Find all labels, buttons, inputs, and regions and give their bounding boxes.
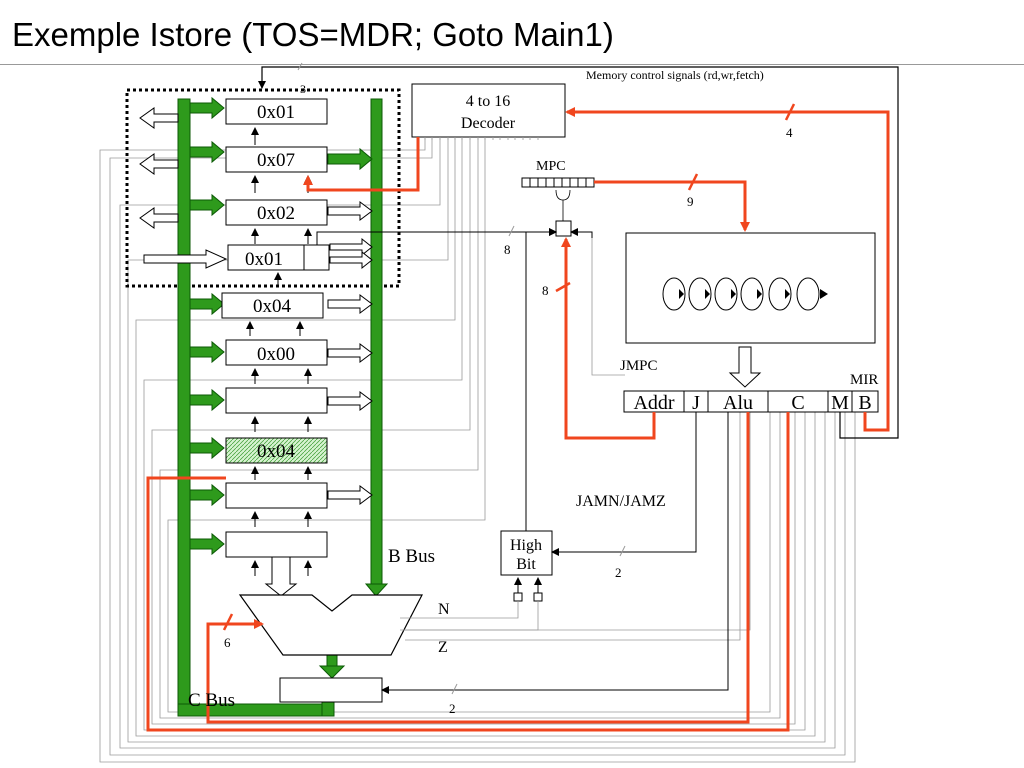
c-field-to-registers (146, 412, 790, 732)
control-arrows (316, 228, 729, 694)
register-pc (225, 199, 328, 226)
mpc-to-control-store (594, 180, 750, 232)
alu-output-arrowhead (318, 665, 346, 679)
n-label: N (438, 601, 450, 618)
mir-field-addr: Addr (633, 392, 674, 414)
memory-interface-arrows (139, 107, 762, 597)
mir-label: MIR (850, 372, 878, 388)
decoder-to-tos-enable (303, 137, 420, 192)
memory-control-label: Memory control signals (rd,wr,fetch) (586, 68, 764, 82)
decoder-label-2: Decoder (461, 115, 516, 132)
width-label-6: 6 (224, 635, 231, 650)
register-file (221, 98, 330, 558)
z-label: Z (438, 639, 448, 656)
decoder-label-1: 4 to 16 (466, 93, 510, 110)
h-to-alu-arrow (264, 556, 298, 597)
c-bus-vertical (177, 98, 191, 712)
register-enable-arrows (246, 127, 312, 576)
mar-to-memory-arrow (139, 107, 179, 129)
b-bus-vertical (370, 98, 383, 587)
register-value: 0x02 (257, 203, 295, 224)
mpc-brace (555, 189, 571, 201)
mir-field-j: J (692, 392, 700, 414)
register-h (225, 531, 328, 558)
decoder-pins (424, 137, 539, 140)
c-bus-label: C Bus (188, 690, 235, 711)
register-sp (221, 292, 324, 319)
microinstruction-chain-arrows (679, 289, 828, 299)
jamn-jamz-label: JAMN/JAMZ (576, 493, 666, 510)
mdr-to-memory-arrow (139, 153, 179, 175)
b-bus-label: B Bus (388, 546, 435, 567)
jmpc-label: JMPC (620, 358, 658, 374)
mpc-register (521, 177, 595, 188)
title-divider (0, 64, 1024, 65)
width-label-8b: 8 (542, 283, 549, 298)
addr-to-or (561, 237, 656, 440)
microinstruction-chain (662, 277, 820, 311)
z-flipflop (533, 592, 543, 602)
nz-wires (400, 601, 539, 631)
mir (623, 390, 879, 413)
width-label-2a: 2 (615, 565, 622, 580)
mir-field-alu: Alu (723, 392, 753, 414)
register-cpp (225, 387, 328, 414)
memory-control-line (258, 66, 899, 439)
register-mdr (225, 146, 328, 173)
register-value: 0x04 (253, 296, 292, 317)
n-flipflop (513, 592, 523, 602)
mpc-to-control-store-arrow (728, 346, 762, 388)
alu (238, 594, 423, 656)
mbr-sign-extend-box (303, 244, 330, 271)
register-value: 0x00 (257, 344, 295, 365)
memory-to-mbr-arrow (143, 249, 228, 269)
register-to-b-bus-arrows (327, 201, 373, 505)
b-bus-arrowhead (364, 583, 389, 597)
mir-field-b: B (858, 392, 871, 414)
tos-to-b-bus-arrow (327, 147, 373, 171)
mpc-label: MPC (536, 159, 566, 174)
slide-title: Exemple Istore (TOS=MDR; Goto Main1) (12, 16, 614, 53)
register-tos (225, 437, 328, 464)
shifter (279, 677, 383, 703)
register-value: 0x04 (257, 441, 296, 462)
pc-to-memory-arrow (139, 207, 179, 229)
mir-field-m: M (831, 392, 849, 414)
width-label-4: 4 (786, 125, 793, 140)
c-bus-register-arrows (189, 96, 225, 556)
next-address-or-box (555, 220, 572, 237)
width-label-9: 9 (687, 194, 694, 209)
alu-output-arrow-shaft (326, 654, 338, 668)
mir-field-c: C (791, 392, 804, 414)
register-value: 0x01 (257, 102, 295, 123)
register-mar (225, 98, 328, 125)
width-label-2b: 2 (449, 701, 456, 716)
register-opc (225, 482, 328, 509)
register-value: 0x01 (245, 249, 283, 270)
width-label-8a: 8 (504, 242, 511, 257)
mir-m-to-decoder (565, 107, 890, 432)
register-value: 0x07 (257, 150, 295, 171)
high-bit-label-2: Bit (516, 556, 536, 573)
high-bit-box (500, 530, 553, 576)
bus-width-slashes-thin (297, 62, 626, 695)
width-label-3: 3 (300, 82, 306, 96)
bus-width-slashes (222, 103, 796, 631)
high-bit-label-1: High (510, 537, 542, 554)
register-lv (225, 339, 328, 366)
